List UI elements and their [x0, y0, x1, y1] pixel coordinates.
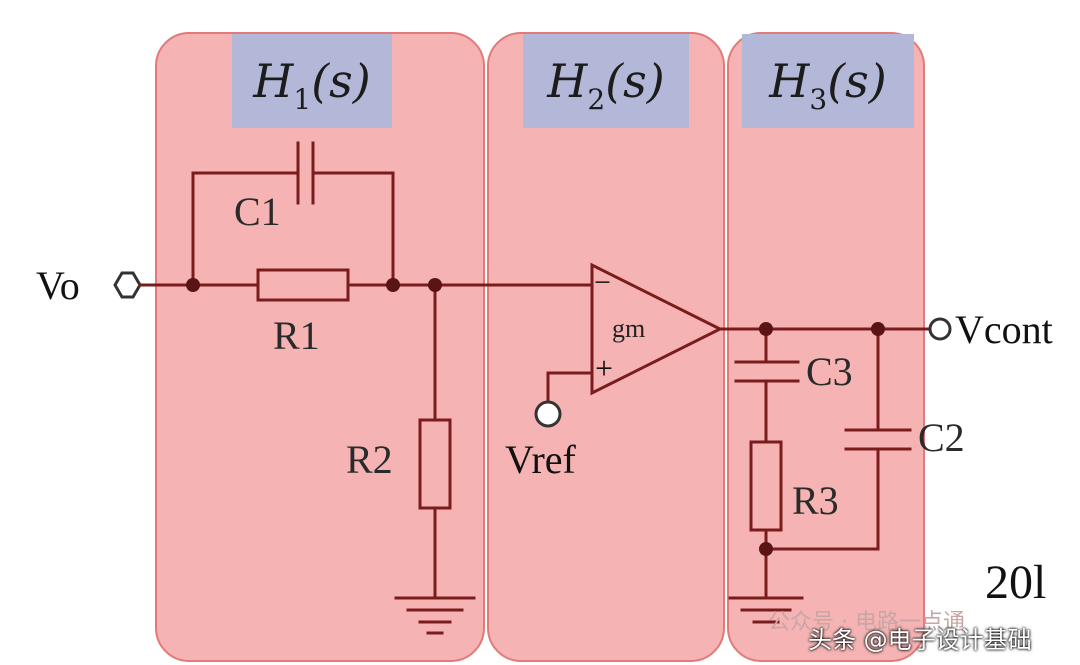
vref-terminal	[534, 400, 562, 428]
h2-header: H2(s)	[523, 34, 689, 128]
h3-header: H3(s)	[742, 34, 914, 128]
junction-dot-3	[428, 278, 442, 292]
r3-label: R3	[792, 478, 839, 523]
gm-label: gm	[612, 314, 646, 343]
junction-dot-1	[186, 278, 200, 292]
h2-subscript: 2	[587, 83, 606, 116]
junction-dot-4	[759, 322, 773, 336]
output-label: Vcont	[955, 307, 1053, 352]
r1-label: R1	[273, 313, 320, 358]
c3-label: C3	[806, 349, 853, 394]
h1-subscript: 1	[293, 83, 312, 116]
junction-dot-2	[386, 278, 400, 292]
r2-label: R2	[346, 437, 393, 482]
h1-argument: (s)	[311, 54, 371, 108]
c2-label: C2	[918, 415, 965, 460]
junction-dot-5	[871, 322, 885, 336]
h3-block-panel	[727, 32, 925, 662]
gm-opamp	[590, 262, 724, 396]
vref-label: Vref	[505, 437, 576, 482]
input-label: Vo	[36, 263, 80, 308]
junction-dot-6	[759, 542, 773, 556]
h2-name: H	[547, 54, 588, 108]
h3-subscript: 3	[809, 83, 828, 116]
c1-label: C1	[234, 189, 281, 234]
output-terminal	[928, 317, 952, 341]
h3-name: H	[769, 54, 810, 108]
r2-resistor	[418, 418, 452, 510]
partial-text: 20l	[985, 556, 1047, 609]
input-terminal	[113, 271, 142, 299]
opamp-plus-label: +	[595, 350, 614, 386]
h1-name: H	[253, 54, 294, 108]
r1-resistor	[256, 268, 350, 302]
h3-argument: (s)	[827, 54, 887, 108]
h2-argument: (s)	[605, 54, 665, 108]
h1-header: H1(s)	[232, 34, 392, 128]
faint-watermark: 公众号 · 电路一点通	[768, 610, 965, 635]
opamp-minus-label: −	[594, 266, 611, 299]
r3-resistor	[749, 440, 783, 532]
toutiao-watermark: 头条 @电子设计基础	[808, 626, 1032, 654]
h1-block-panel	[155, 32, 485, 662]
